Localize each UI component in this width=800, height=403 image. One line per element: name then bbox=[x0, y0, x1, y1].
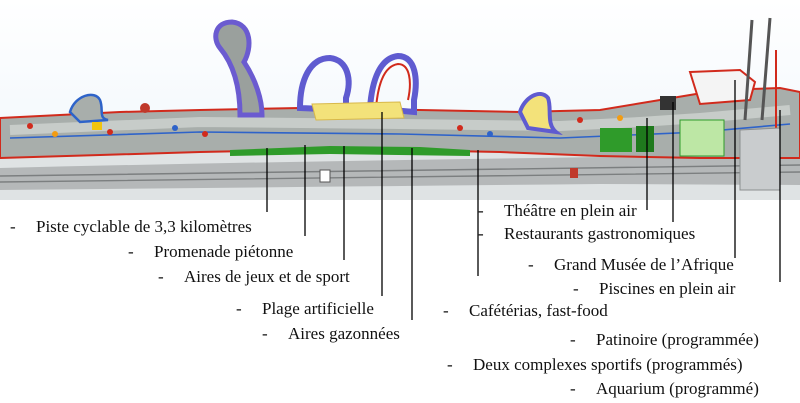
museum-building bbox=[688, 68, 757, 106]
pier-poles bbox=[743, 17, 772, 121]
building-dark bbox=[660, 96, 676, 110]
lighthouse-1 bbox=[140, 103, 150, 113]
hook-jetty bbox=[213, 19, 265, 118]
label-aires-gazonnees: -Aires gazonnées bbox=[262, 324, 400, 343]
label-patinoire: -Patinoire (programmée) bbox=[570, 330, 759, 349]
label-complexes-sportifs: -Deux complexes sportifs (programmés) bbox=[447, 355, 743, 374]
lawn-band bbox=[230, 146, 470, 156]
label-grand-musee-afrique: -Grand Musée de l’Afrique bbox=[528, 255, 734, 274]
label-piscines-plein-air: -Piscines en plein air bbox=[573, 279, 736, 298]
lawn-block-2 bbox=[636, 126, 654, 152]
jetty-right bbox=[517, 92, 563, 136]
hook-jetty-3-red bbox=[375, 62, 411, 109]
artificial-beach bbox=[311, 101, 405, 121]
hook-jetty-2 bbox=[296, 54, 352, 114]
label-piste-cyclable: -Piste cyclable de 3,3 kilomètres bbox=[10, 217, 252, 236]
hook-jetty-3 bbox=[366, 52, 419, 116]
label-promenade-pietonne: -Promenade piétonne bbox=[128, 242, 294, 261]
label-theatre-plein-air: -Théâtre en plein air bbox=[478, 201, 637, 220]
road-band bbox=[0, 155, 800, 190]
lawn-block-1 bbox=[600, 128, 632, 152]
scattered-features bbox=[27, 115, 623, 183]
label-aires-jeux-sport: -Aires de jeux et de sport bbox=[158, 267, 350, 286]
right-road-strip bbox=[739, 127, 781, 191]
lawn-block-3 bbox=[679, 119, 725, 157]
site-plan-map bbox=[0, 0, 800, 200]
promenade-band bbox=[9, 105, 791, 135]
label-plage-artificielle: -Plage artificielle bbox=[236, 299, 374, 318]
jetty-1 bbox=[68, 93, 109, 124]
label-aquarium: -Aquarium (programmé) bbox=[570, 379, 759, 398]
label-restaurants-gastronomiques: -Restaurants gastronomiques bbox=[478, 224, 696, 243]
label-cafeterias-fast-food: -Cafétérias, fast-food bbox=[443, 301, 608, 320]
